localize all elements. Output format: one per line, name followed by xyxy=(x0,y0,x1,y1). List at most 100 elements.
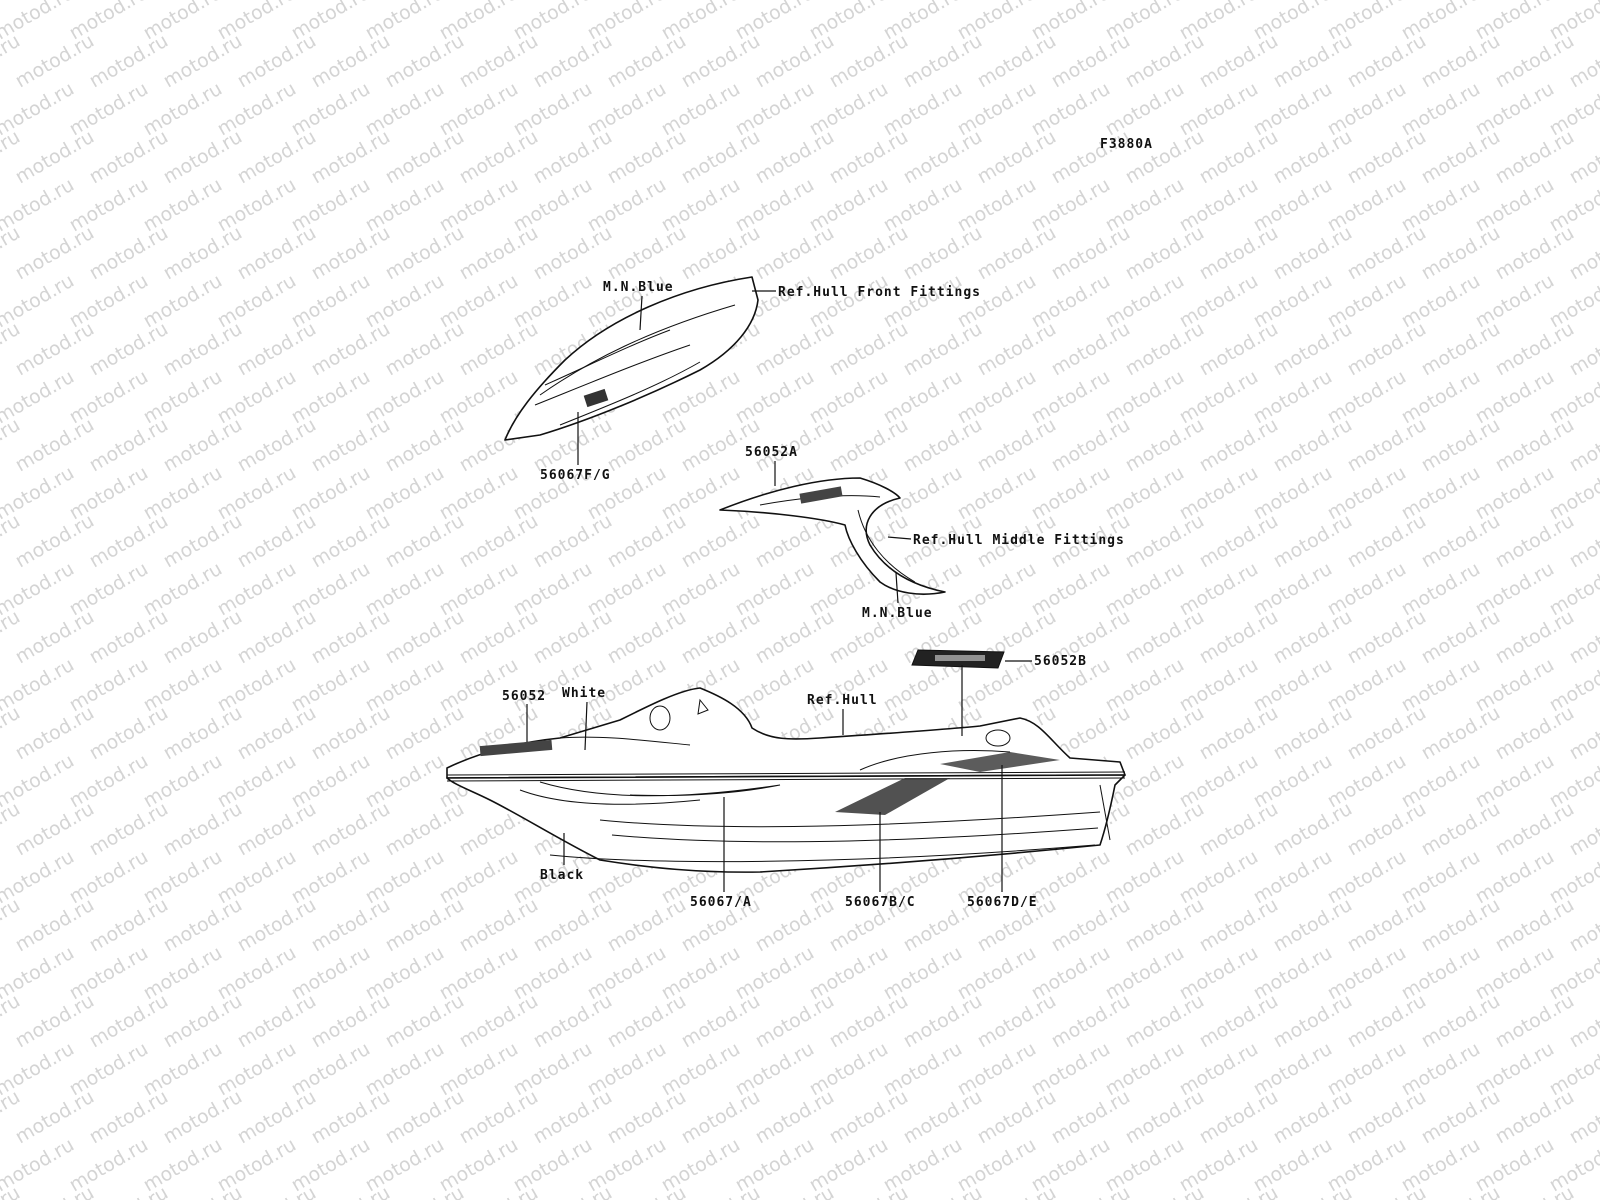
watermark-text: motod.ru xyxy=(1122,990,1208,1053)
watermark-text: motod.ru xyxy=(160,126,246,189)
watermark-text: motod.ru xyxy=(1270,222,1356,285)
watermark-text: motod.ru xyxy=(1270,990,1356,1053)
label-56067bc: 56067B/C xyxy=(845,895,916,910)
watermark-text: motod.ru xyxy=(678,30,764,93)
label-56067de: 56067D/E xyxy=(967,895,1038,910)
watermark-text: motod.ru xyxy=(12,798,98,861)
label-mn-blue-top: M.N.Blue xyxy=(603,280,674,295)
watermark-text: motod.ru xyxy=(974,414,1060,477)
watermark-text: motod.ru xyxy=(308,222,394,285)
watermark-text: motod.ru xyxy=(530,222,616,285)
watermark-text: motod.ru xyxy=(456,126,542,189)
watermark-text: motod.ru xyxy=(12,1182,98,1200)
watermark-text: motod.ru xyxy=(1344,126,1430,189)
watermark-text: motod.ru xyxy=(1270,414,1356,477)
watermark-text: motod.ru xyxy=(160,990,246,1053)
watermark-text: motod.ru xyxy=(12,318,98,381)
watermark-text: motod.ru xyxy=(678,1182,764,1200)
watermark-text: motod.ru xyxy=(234,702,320,765)
watermark-text: motod.ru xyxy=(752,990,838,1053)
watermark-text: motod.ru xyxy=(1344,702,1430,765)
watermark-text: motod.ru xyxy=(752,30,838,93)
badge-56052b xyxy=(911,649,1005,669)
label-black: Black xyxy=(540,868,584,883)
watermark-text: motod.ru xyxy=(530,990,616,1053)
watermark-text: motod.ru xyxy=(1344,990,1430,1053)
label-56052a: 56052A xyxy=(745,445,798,460)
watermark-text: motod.ru xyxy=(678,222,764,285)
watermark-text: motod.ru xyxy=(604,990,690,1053)
watermark-text: motod.ru xyxy=(308,126,394,189)
label-56052b: 56052B xyxy=(1034,654,1087,669)
watermark-text: motod.ru xyxy=(1196,126,1282,189)
watermark-text: motod.ru xyxy=(86,990,172,1053)
watermark-text: motod.ru xyxy=(826,1182,912,1200)
label-mn-blue-mid: M.N.Blue xyxy=(862,606,933,621)
watermark-text: motod.ru xyxy=(1492,126,1578,189)
watermark-text: motod.ru xyxy=(900,126,986,189)
watermark-text: motod.ru xyxy=(678,126,764,189)
watermark-text: motod.ru xyxy=(86,414,172,477)
watermark-text: motod.ru xyxy=(86,1182,172,1200)
watermark-text: motod.ru xyxy=(160,702,246,765)
watermark-text: motod.ru xyxy=(752,894,838,957)
middle-decal-logo-icon xyxy=(799,486,843,504)
watermark-text: motod.ru xyxy=(1492,222,1578,285)
watermark-text: motod.ru xyxy=(12,126,98,189)
watermark-text: motod.ru xyxy=(308,414,394,477)
watermark-text: motod.ru xyxy=(1418,990,1504,1053)
watermark-text: motod.ru xyxy=(1344,606,1430,669)
watermark-text: motod.ru xyxy=(86,606,172,669)
watermark-text: motod.ru xyxy=(1048,990,1134,1053)
watermark-text: motod.ru xyxy=(382,126,468,189)
watermark-text: motod.ru xyxy=(1492,1182,1578,1200)
watermark-text: motod.ru xyxy=(160,222,246,285)
watermark-text: motod.ru xyxy=(900,222,986,285)
watermark-text: motod.ru xyxy=(1196,990,1282,1053)
watermark-text: motod.ru xyxy=(1418,318,1504,381)
watermark-text: motod.ru xyxy=(1418,510,1504,573)
watermark-text: motod.ru xyxy=(1122,414,1208,477)
hull xyxy=(446,687,1126,873)
watermark-text: motod.ru xyxy=(1270,126,1356,189)
watermark-text: motod.ru xyxy=(234,414,320,477)
watermark-text: motod.ru xyxy=(234,1086,320,1149)
watermark-text: motod.ru xyxy=(382,1182,468,1200)
watermark-text: motod.ru xyxy=(1122,222,1208,285)
watermark-text: motod.ru xyxy=(1270,798,1356,861)
watermark-text: motod.ru xyxy=(604,510,690,573)
watermark-text: motod.ru xyxy=(308,1086,394,1149)
watermark-text: motod.ru xyxy=(1418,30,1504,93)
watermark-text: motod.ru xyxy=(1196,30,1282,93)
watermark-text: motod.ru xyxy=(160,606,246,669)
watermark-text: motod.ru xyxy=(160,318,246,381)
watermark-text: motod.ru xyxy=(1270,510,1356,573)
watermark-text: motod.ru xyxy=(234,222,320,285)
watermark-text: motod.ru xyxy=(86,126,172,189)
watermark-text: motod.ru xyxy=(678,510,764,573)
label-ref-hull-middle-fittings: Ref.Hull Middle Fittings xyxy=(913,533,1125,548)
watermark-text: motod.ru xyxy=(752,126,838,189)
watermark-text: motod.ru xyxy=(86,318,172,381)
watermark-text: motod.ru xyxy=(752,222,838,285)
watermark-text: motod.ru xyxy=(1492,894,1578,957)
watermark-text: motod.ru xyxy=(382,894,468,957)
watermark-text: motod.ru xyxy=(1270,606,1356,669)
watermark-text: motod.ru xyxy=(1492,606,1578,669)
watermark-text: motod.ru xyxy=(1048,222,1134,285)
watermark-text: motod.ru xyxy=(530,894,616,957)
watermark-text: motod.ru xyxy=(12,222,98,285)
watermark-text: motod.ru xyxy=(1048,30,1134,93)
watermark-text: motod.ru xyxy=(86,30,172,93)
watermark-text: motod.ru xyxy=(604,414,690,477)
watermark-text: motod.ru xyxy=(1344,414,1430,477)
watermark-text: motod.ru xyxy=(1196,894,1282,957)
watermark-text: motod.ru xyxy=(604,126,690,189)
mesh-panel-lower xyxy=(835,778,950,815)
kawasaki-badge-icon xyxy=(479,739,553,757)
watermark-text: motod.ru xyxy=(456,1086,542,1149)
watermark-text: motod.ru xyxy=(1418,1182,1504,1200)
watermark-text: motod.ru xyxy=(456,990,542,1053)
watermark-text: motod.ru xyxy=(160,798,246,861)
